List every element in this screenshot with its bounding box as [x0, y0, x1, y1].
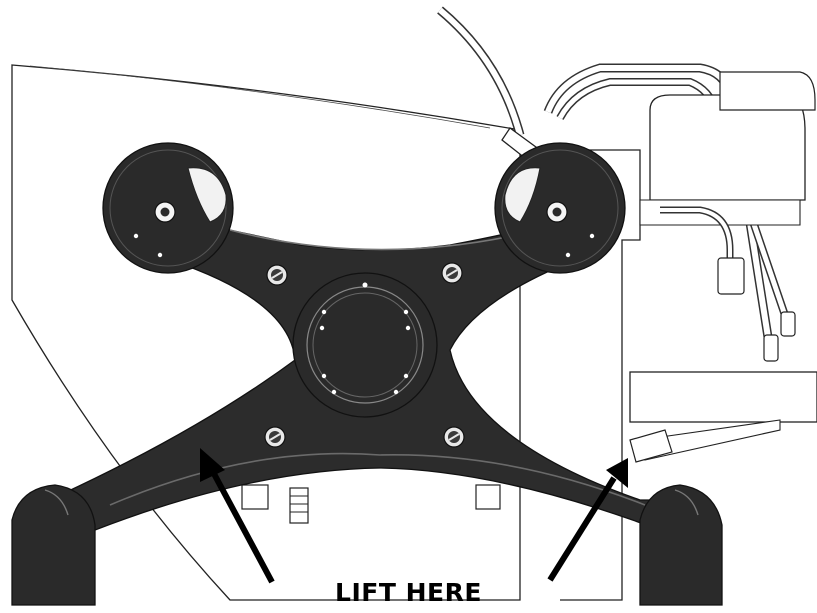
left-pad-ring	[109, 149, 227, 267]
x-frame-highlight	[229, 229, 531, 251]
left-foot-highlight	[44, 489, 69, 516]
hub-dot-6	[403, 373, 409, 379]
left-pad-dot-2	[157, 252, 163, 258]
motor-block	[649, 94, 806, 201]
hose-left	[437, 6, 525, 137]
bottom-fitting-1	[241, 484, 269, 510]
motor-cap	[719, 71, 816, 111]
hub-dot-7	[331, 389, 337, 395]
rail-arm	[629, 371, 817, 423]
hub-dot-5	[321, 373, 327, 379]
left-foot	[11, 484, 96, 606]
right-pad-screw-core	[552, 207, 562, 217]
center-hub	[292, 272, 438, 418]
right-pad-dot-1	[589, 233, 595, 239]
lift-here-label: LIFT HERE	[335, 578, 482, 607]
hub-dot-8	[393, 389, 399, 395]
frame-screw-top-left	[266, 264, 288, 286]
frame-screw-top-right	[441, 262, 463, 284]
right-arrow	[547, 458, 628, 582]
hose-left-inner	[438, 7, 523, 136]
bottom-fitting-2	[289, 487, 309, 524]
hub-dot-2	[403, 309, 409, 315]
hub-dot-4	[405, 325, 411, 331]
frame-screw-bottom-right	[443, 426, 465, 448]
side-cable-plug	[717, 257, 745, 295]
hose-tip-a	[763, 334, 779, 362]
bottom-fitting-3	[475, 484, 501, 510]
hub-dot-1	[321, 309, 327, 315]
right-pad-ring	[501, 149, 619, 267]
side-cable-inner	[660, 208, 732, 260]
left-pad-screw-core	[160, 207, 170, 217]
hose-tip-b	[780, 311, 796, 337]
rail-clamp	[629, 429, 673, 463]
frame-screw-bottom-left	[264, 426, 286, 448]
x-frame-lower-highlight	[109, 452, 646, 506]
left-pad-dot-1	[133, 233, 139, 239]
housing-edge-line	[29, 65, 491, 129]
motor-lower	[639, 199, 801, 226]
left-arrow	[200, 448, 275, 584]
center-hub-ring-inner	[312, 292, 418, 398]
hub-dot-top	[362, 282, 368, 288]
right-pad-dot-2	[565, 252, 571, 258]
right-foot	[639, 484, 723, 606]
right-foot-highlight	[674, 489, 699, 516]
right-pad-highlight	[504, 167, 541, 223]
left-pad-highlight	[187, 167, 227, 223]
hub-dot-3	[319, 325, 325, 331]
